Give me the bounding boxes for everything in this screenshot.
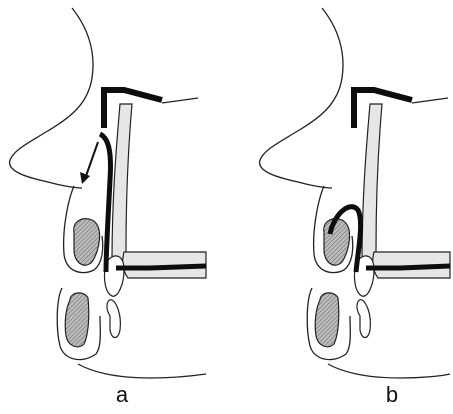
- pharynx-tissue: [112, 104, 132, 262]
- panel-a: a: [10, 8, 206, 407]
- upper-jaw-bone: [324, 219, 350, 265]
- appliance-vertical-arm: [100, 134, 111, 272]
- lower-tooth: [107, 300, 120, 338]
- appliance-thin-wire: [162, 98, 198, 103]
- panel-b: b: [260, 8, 450, 407]
- appliance-thin-wire: [412, 98, 448, 103]
- lower-jaw-bone: [65, 293, 89, 347]
- chin-line: [78, 364, 206, 378]
- appliance-top-bracket: [354, 90, 412, 128]
- face-profile: [10, 8, 93, 188]
- direction-arrow-head: [80, 172, 90, 184]
- appliance-top-bracket: [104, 90, 162, 128]
- panel-b-label: b: [386, 382, 398, 407]
- upper-jaw-bone: [74, 219, 100, 265]
- appliance-horizontal-arm: [116, 266, 206, 268]
- appliance-horizontal-arm: [366, 266, 450, 268]
- lower-tooth: [357, 300, 370, 338]
- face-profile: [260, 8, 343, 188]
- chin-line: [328, 364, 450, 378]
- lower-jaw-bone: [315, 293, 339, 347]
- direction-arrow-shaft: [86, 142, 98, 176]
- panel-a-label: a: [116, 382, 129, 407]
- pharynx-tissue: [362, 104, 382, 262]
